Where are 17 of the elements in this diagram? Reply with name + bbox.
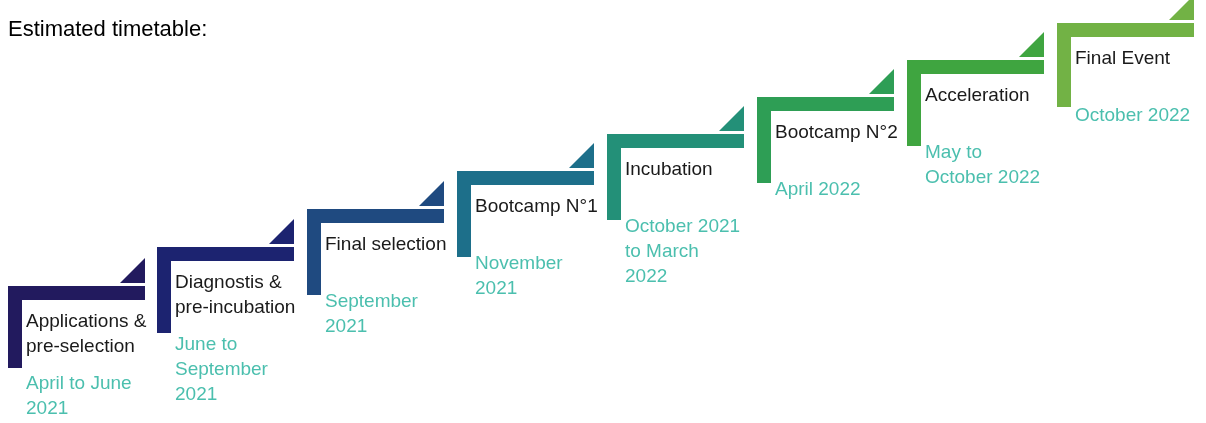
step-date: November 2021 [475,251,564,300]
step-title: Final Event [1075,46,1172,70]
diagram-title: Estimated timetable: [8,16,208,42]
step-date: October 2022 [1075,103,1192,127]
step-date: May to October 2022 [925,140,1042,189]
step-title: Acceleration [925,83,1031,107]
step-title: Bootcamp N°1 [475,194,599,218]
step-title: Diagnostis & pre-incubation [175,270,297,319]
step-date: June to September 2021 [175,332,269,406]
step-title: Bootcamp N°2 [775,120,899,144]
step-date: October 2021 to March 2022 [625,214,742,288]
step-title: Final selection [325,232,448,256]
step-title: Incubation [625,157,714,181]
step-date: April 2022 [775,177,862,201]
step-date: September 2021 [325,289,419,338]
step-date: April to June 2021 [26,371,133,420]
step-title: Applications & pre-selection [26,309,148,358]
